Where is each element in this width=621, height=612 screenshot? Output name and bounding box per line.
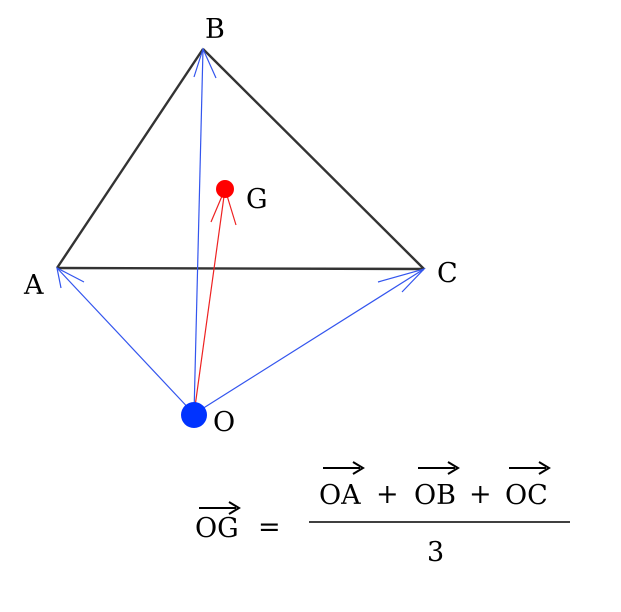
formula-term-ob-text: OB xyxy=(414,480,456,511)
vector-oa xyxy=(56,266,195,415)
label-a: A xyxy=(23,270,44,301)
label-b: B xyxy=(205,14,225,45)
formula-plus-2: + xyxy=(469,479,492,510)
edge-ac xyxy=(56,266,425,271)
label-o: O xyxy=(213,407,235,438)
formula-denominator: 3 xyxy=(427,537,444,568)
formula-term-oa: OA xyxy=(319,461,365,511)
label-g: G xyxy=(246,184,268,215)
edge-ab xyxy=(56,48,204,269)
formula-lhs: OG xyxy=(195,501,241,544)
vector-oc xyxy=(193,267,426,415)
formula-term-oa-text: OA xyxy=(319,480,361,511)
formula-equals: = xyxy=(258,512,281,543)
formula-lhs-text: OG xyxy=(195,513,239,544)
label-c: C xyxy=(437,258,458,289)
centroid-formula: OG = OA + OB + OC 3 xyxy=(195,461,570,568)
centroid-point xyxy=(216,180,234,198)
vector-ob xyxy=(193,47,217,415)
edge-bc xyxy=(202,48,425,270)
formula-term-oc: OC xyxy=(505,461,551,511)
formula-term-ob: OB xyxy=(414,461,460,511)
vector-og xyxy=(193,187,237,415)
formula-plus-1: + xyxy=(376,479,399,510)
formula-term-oc-text: OC xyxy=(505,480,548,511)
origin-point xyxy=(181,402,207,428)
